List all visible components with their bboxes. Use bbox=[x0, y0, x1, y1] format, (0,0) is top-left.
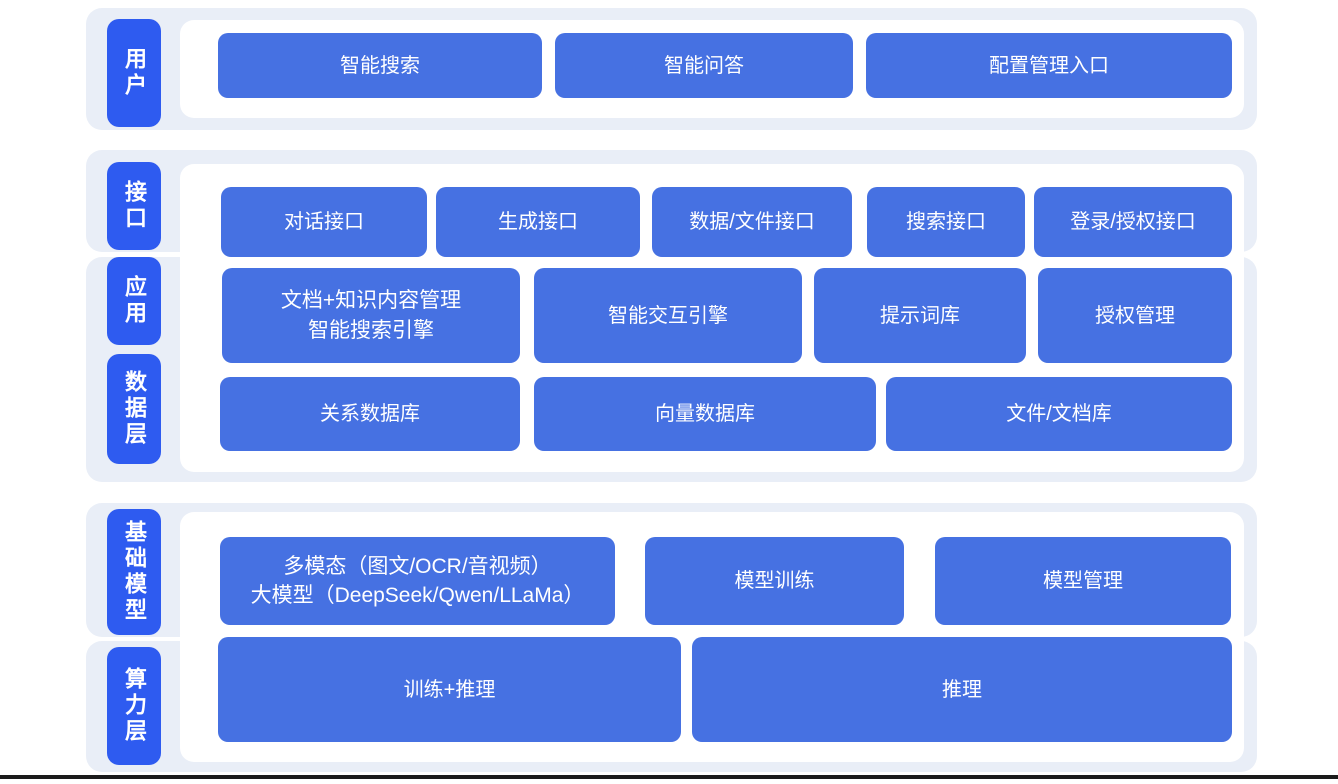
node-prompt-library: 提示词库 bbox=[814, 268, 1026, 363]
node-dialog-api: 对话接口 bbox=[221, 187, 427, 257]
node-infer: 推理 bbox=[692, 637, 1232, 742]
node-label: 智能交互引擎 bbox=[608, 304, 728, 327]
foundation-layer-label: 基础模型 bbox=[107, 509, 161, 635]
node-label: 智能问答 bbox=[664, 54, 744, 77]
node-label: 登录/授权接口 bbox=[1070, 211, 1196, 233]
node-smart-qa: 智能问答 bbox=[555, 33, 853, 98]
node-label-line2: 智能搜索引擎 bbox=[308, 318, 434, 342]
node-label: 关系数据库 bbox=[320, 403, 420, 425]
node-label: 模型训练 bbox=[734, 570, 815, 592]
node-model-training: 模型训练 bbox=[645, 537, 904, 625]
node-model-management: 模型管理 bbox=[935, 537, 1231, 625]
node-label: 文件/文档库 bbox=[1006, 403, 1112, 425]
node-label: 推理 bbox=[942, 678, 982, 701]
node-label-line1: 文档+知识内容管理 bbox=[280, 289, 462, 313]
node-label: 对话接口 bbox=[284, 211, 364, 233]
node-relational-db: 关系数据库 bbox=[220, 377, 520, 451]
node-label: 数据/文件接口 bbox=[689, 211, 815, 233]
node-config-entry: 配置管理入口 bbox=[866, 33, 1232, 98]
compute-layer-label: 算力层 bbox=[107, 647, 161, 765]
node-label: 配置管理入口 bbox=[989, 54, 1109, 77]
node-label-line2: 大模型（DeepSeek/Qwen/LLaMa） bbox=[250, 584, 585, 607]
node-data-file-api: 数据/文件接口 bbox=[652, 187, 852, 257]
node-label: 搜索接口 bbox=[906, 211, 986, 233]
node-label-line1: 多模态（图文/OCR/音视频） bbox=[283, 554, 552, 578]
node-label: 训练+推理 bbox=[403, 678, 496, 701]
user-layer-label: 用户 bbox=[107, 19, 161, 127]
node-login-auth-api: 登录/授权接口 bbox=[1034, 187, 1232, 257]
application-layer-label: 应用 bbox=[107, 257, 161, 345]
node-search-api: 搜索接口 bbox=[867, 187, 1025, 257]
node-label: 模型管理 bbox=[1043, 570, 1123, 592]
node-multimodal-llm: 多模态（图文/OCR/音视频） 大模型（DeepSeek/Qwen/LLaMa） bbox=[220, 537, 615, 625]
data-layer-label: 数据层 bbox=[107, 354, 161, 464]
node-generate-api: 生成接口 bbox=[436, 187, 640, 257]
node-label: 智能搜索 bbox=[340, 54, 420, 77]
node-smart-search: 智能搜索 bbox=[218, 33, 542, 98]
node-vector-db: 向量数据库 bbox=[534, 377, 876, 451]
interface-layer-label: 接口 bbox=[107, 162, 161, 250]
node-label: 向量数据库 bbox=[655, 403, 755, 425]
node-train-infer: 训练+推理 bbox=[218, 637, 681, 742]
node-label: 授权管理 bbox=[1095, 304, 1175, 327]
node-label: 提示词库 bbox=[880, 304, 960, 327]
node-interaction-engine: 智能交互引擎 bbox=[534, 268, 802, 363]
node-auth-management: 授权管理 bbox=[1038, 268, 1232, 363]
node-label: 生成接口 bbox=[498, 211, 578, 233]
node-file-doc-store: 文件/文档库 bbox=[886, 377, 1232, 451]
node-doc-knowledge-search: 文档+知识内容管理 智能搜索引擎 bbox=[222, 268, 520, 363]
bottom-divider-line bbox=[0, 775, 1338, 779]
